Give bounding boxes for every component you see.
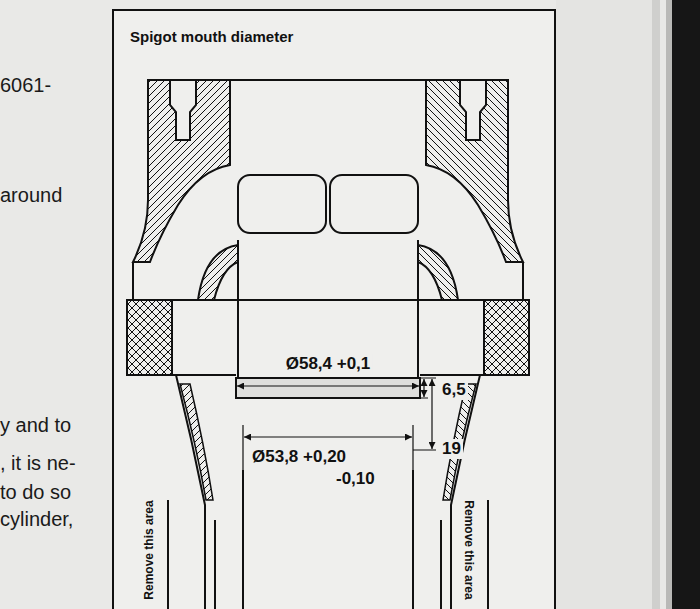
dimension-line: [423, 379, 424, 397]
page-text: y and to: [0, 414, 71, 437]
extension-line: [413, 378, 436, 450]
seal-block: [127, 300, 172, 375]
page-area: [556, 0, 652, 609]
page-text: around: [0, 184, 62, 207]
figure-frame: [113, 10, 555, 609]
stud-hole: [170, 80, 196, 140]
cylinder-wall: [133, 80, 230, 262]
dimension-label: Ø58,4 +0,1: [284, 354, 373, 374]
note-label: Remove this area: [461, 498, 475, 601]
dimension-line: [244, 436, 412, 437]
dimension-label: 6,5: [440, 380, 468, 400]
figure-title: Spigot mouth diameter: [130, 28, 293, 45]
page-edge: [652, 0, 660, 609]
port-window: [238, 175, 326, 233]
page-text: , it is ne-: [0, 452, 76, 475]
note-label: Remove this area: [143, 498, 157, 601]
page-text: 6061-: [0, 74, 51, 97]
dimension-line: [431, 379, 432, 449]
page-edge: [660, 0, 666, 609]
lower-outline: [167, 500, 169, 609]
page-text: cylinder,: [0, 508, 73, 531]
spigot-mouth: [236, 378, 420, 398]
transfer-channel: [198, 245, 238, 300]
outline: [132, 262, 134, 300]
inner-line: [214, 520, 216, 609]
dimension-label: 19: [440, 439, 463, 459]
dark-surface: [672, 0, 700, 609]
dimensioning: [237, 378, 436, 470]
dimension-line: [237, 385, 419, 386]
extension-line: [243, 425, 413, 470]
page-text: to do so: [0, 481, 71, 504]
part-section: [127, 80, 529, 609]
spigot-bore: [242, 470, 244, 609]
lower-outline: [487, 500, 489, 609]
dimension-label: Ø53,8 +0,20: [250, 447, 348, 467]
page-edge: [666, 0, 672, 609]
dimension-label: -0,10: [334, 469, 377, 489]
half-section-mirror: [328, 80, 529, 609]
bore-wall: [237, 240, 239, 378]
removal-area: [180, 384, 213, 500]
half-section: [127, 80, 328, 609]
